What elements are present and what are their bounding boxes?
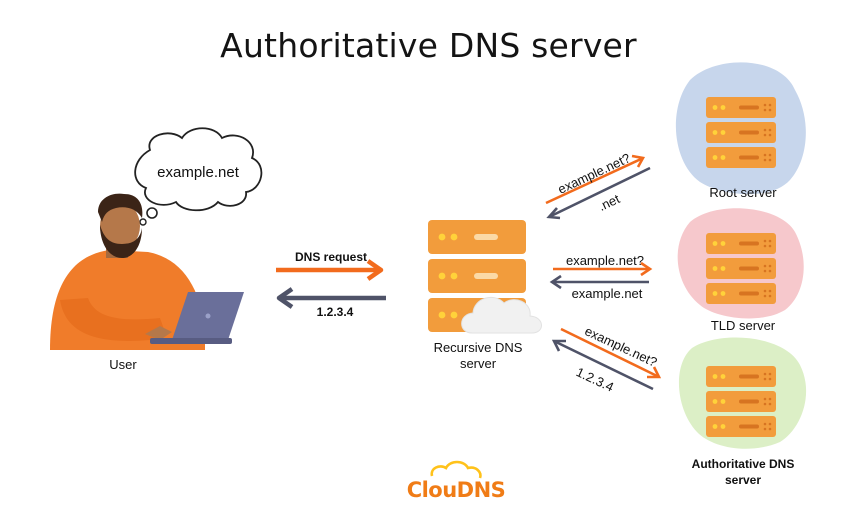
tld-answer-label: example.net [571,286,643,301]
root-server-label: Root server [709,185,777,200]
tld-server-icon [706,233,776,304]
root-server-icon [706,97,776,168]
recursive-server-icon [428,220,542,334]
auth-answer-arrow [551,339,654,391]
tld-server-label: TLD server [710,318,776,333]
logo-cloud-icon [430,460,482,479]
recursive-label-line1: Recursive DNS [433,340,523,355]
auth-label-line1: Authoritative DNS [691,457,795,471]
dns-request-label: DNS request [294,250,368,264]
authoritative-server-label: Authoritative DNS server [678,456,808,488]
root-answer-arrow [546,166,651,220]
tld-query-arrow [553,261,653,277]
tld-answer-arrow [549,274,649,290]
dns-response-arrow [276,287,386,309]
dns-response-label: 1.2.3.4 [316,305,354,319]
thought-text: example.net [157,164,239,181]
user-label: User [109,357,137,372]
recursive-server-label: Recursive DNS server [418,340,538,372]
dns-request-arrow [276,259,384,281]
recursive-label-line2: server [459,356,497,371]
tld-query-label: example.net? [565,253,645,268]
root-query-arrow [545,154,646,205]
auth-query-arrow [560,327,662,379]
cloudns-logo: ClouDNS [406,478,506,502]
auth-label-line2: server [724,473,762,487]
user-figure [50,193,244,350]
authoritative-server-icon [706,366,776,437]
thought-bubble [134,127,263,212]
diagram-title: Authoritative DNS server [220,26,637,65]
